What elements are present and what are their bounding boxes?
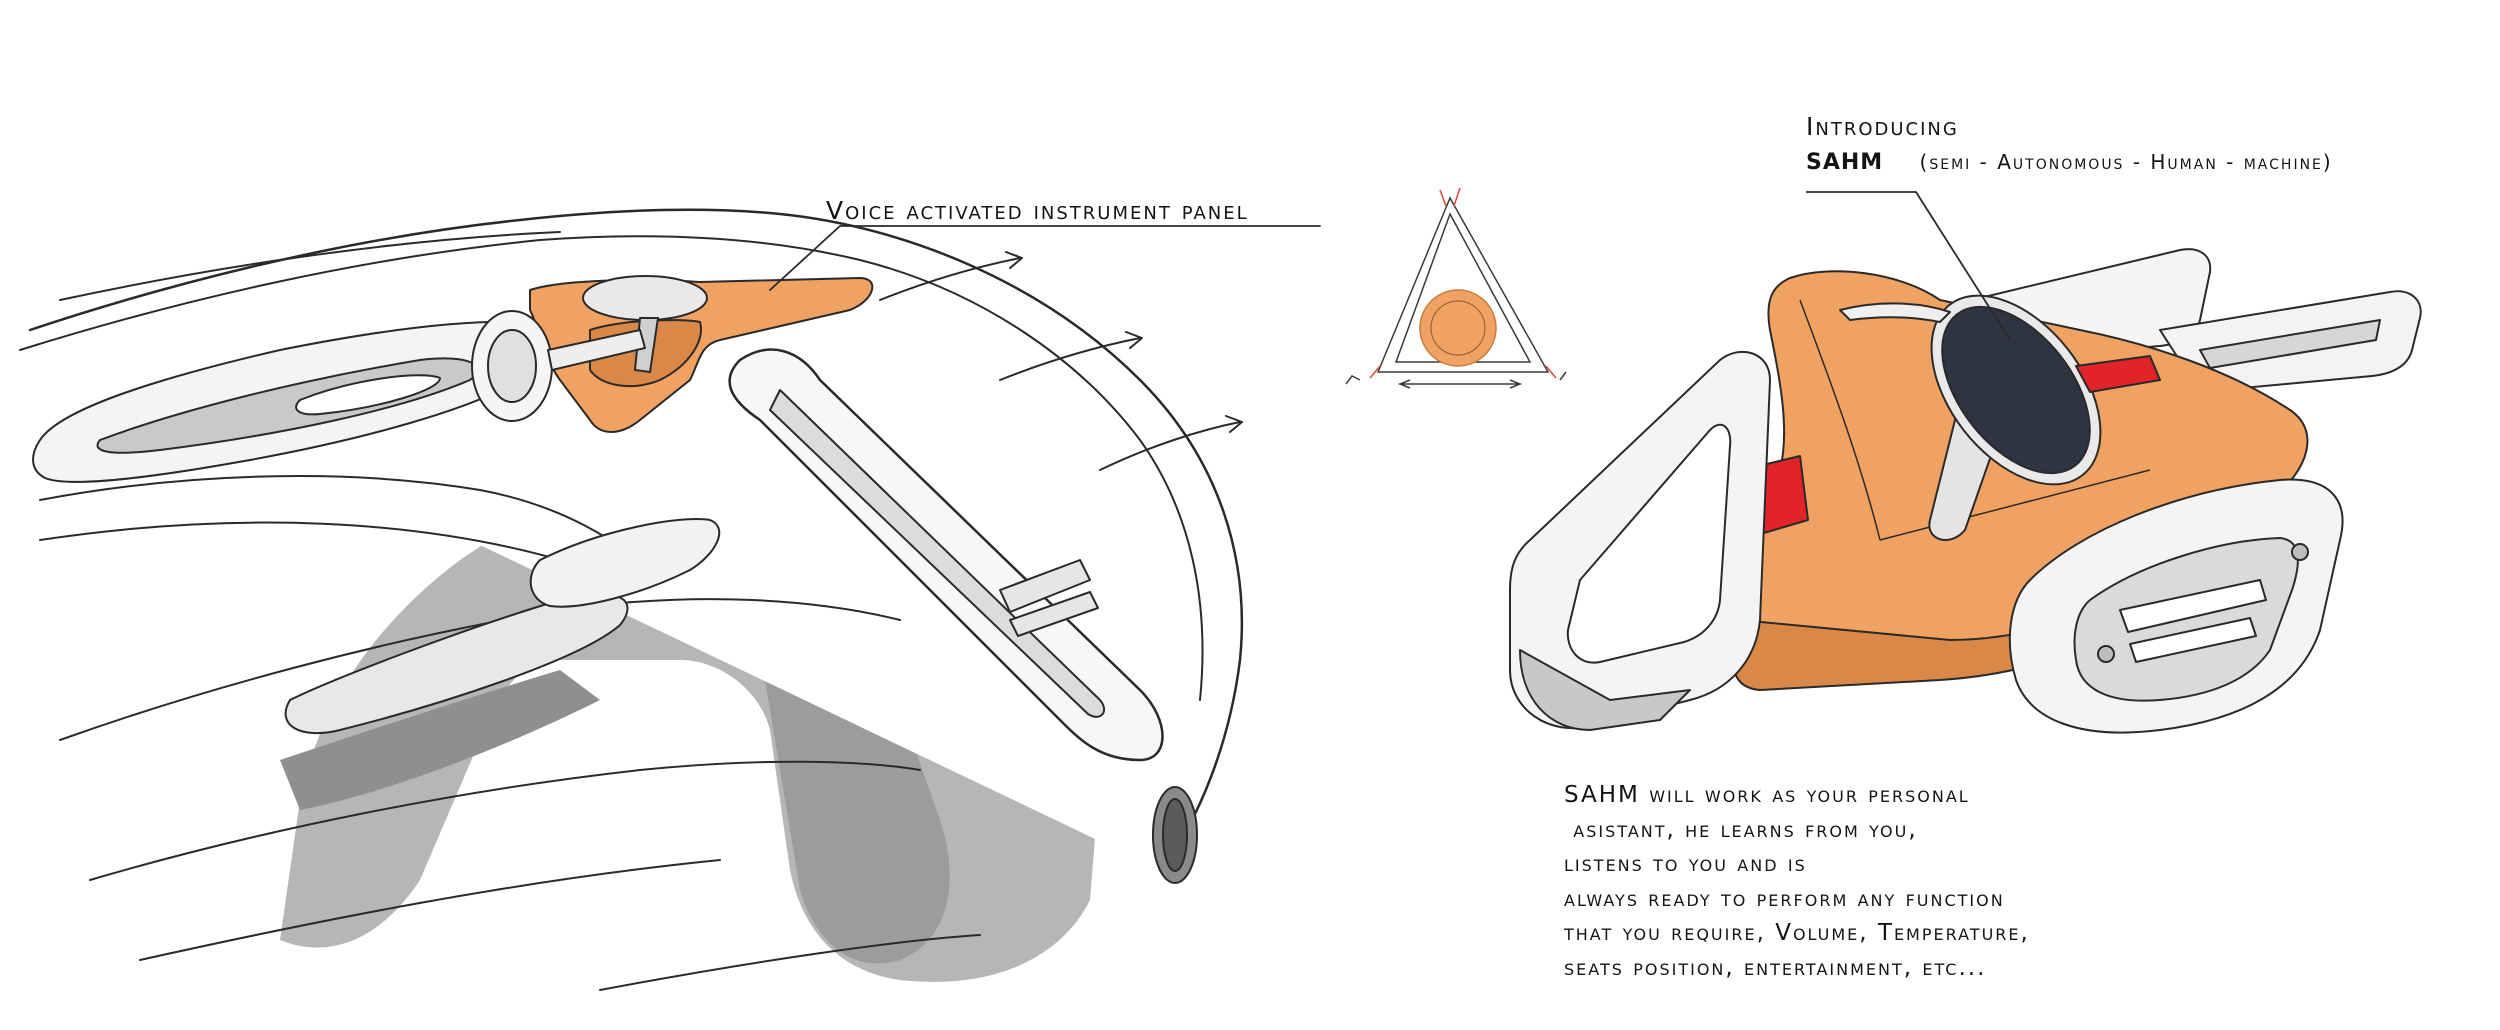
sahm-right-arm-inner [2199, 319, 2381, 369]
description-line: seats position, entertainment, etc... [1564, 954, 1987, 981]
sahm-description: SAHM will work as your personal asistant… [1564, 778, 2030, 985]
floor-line-3 [139, 859, 721, 961]
sahm-acronym: SAHM [1806, 150, 1884, 175]
sahm-handle-grip-2 [2129, 617, 2257, 663]
center-console-top [529, 518, 721, 608]
side-air-vent-inner [1162, 798, 1188, 872]
sahm-handle-knob [2291, 543, 2309, 561]
description-line: asistant, he learns from you, [1564, 816, 1918, 843]
sahm-leader-line [1806, 191, 2011, 341]
instrument-screen [582, 275, 708, 321]
description-line: that you require, Volume, Temperature, [1564, 920, 2030, 946]
sahm-title-line: SAHM (semi - Autonomous - Human - machin… [1806, 150, 2333, 175]
steering-column [547, 329, 646, 371]
floor-line-4 [599, 934, 981, 991]
instrument-panel-label: Voice activated instrument panel [826, 196, 1249, 225]
triangle-sketch-icon [1345, 187, 1567, 389]
yoke-grip-2 [1009, 591, 1099, 637]
description-line: SAHM will work as your personal [1564, 782, 1970, 808]
left-vent-slot [295, 374, 441, 416]
sahm-orange-crease [1799, 299, 2151, 541]
sahm-left-frame-shade [1519, 649, 1691, 731]
arrow-icon [1099, 415, 1243, 471]
description-line: always ready to perform any function [1564, 885, 2005, 912]
console-shadow [280, 670, 600, 810]
arrow-icon [999, 331, 1143, 381]
sahm-handle-knob [2097, 645, 2115, 663]
steering-hub-inner [487, 329, 537, 403]
sahm-screen-top-arm [1839, 302, 1951, 323]
center-console [284, 593, 629, 735]
lower-panel-line-2 [39, 521, 561, 561]
dashboard-inner-line [19, 235, 1204, 701]
sahm-left-frame-opening [1566, 423, 1732, 664]
description-line: listens to you and is [1564, 851, 1807, 877]
sahm-expansion: (semi - Autonomous - Human - machine) [1919, 150, 2333, 174]
yoke-grip [999, 559, 1091, 613]
sahm-unit-sketch [1509, 191, 2422, 734]
sahm-handle-grip [2119, 579, 2267, 633]
sahm-screen [1941, 305, 2091, 475]
introducing-label: Introducing [1806, 112, 1959, 141]
floor-line-2 [89, 760, 921, 881]
sahm-red-button-right [2075, 355, 2161, 393]
dashboard-sketch [19, 208, 1321, 991]
dashboard-upper-line [59, 231, 561, 301]
instrument-leader-line [769, 225, 1321, 291]
arrow-icon [879, 251, 1023, 301]
